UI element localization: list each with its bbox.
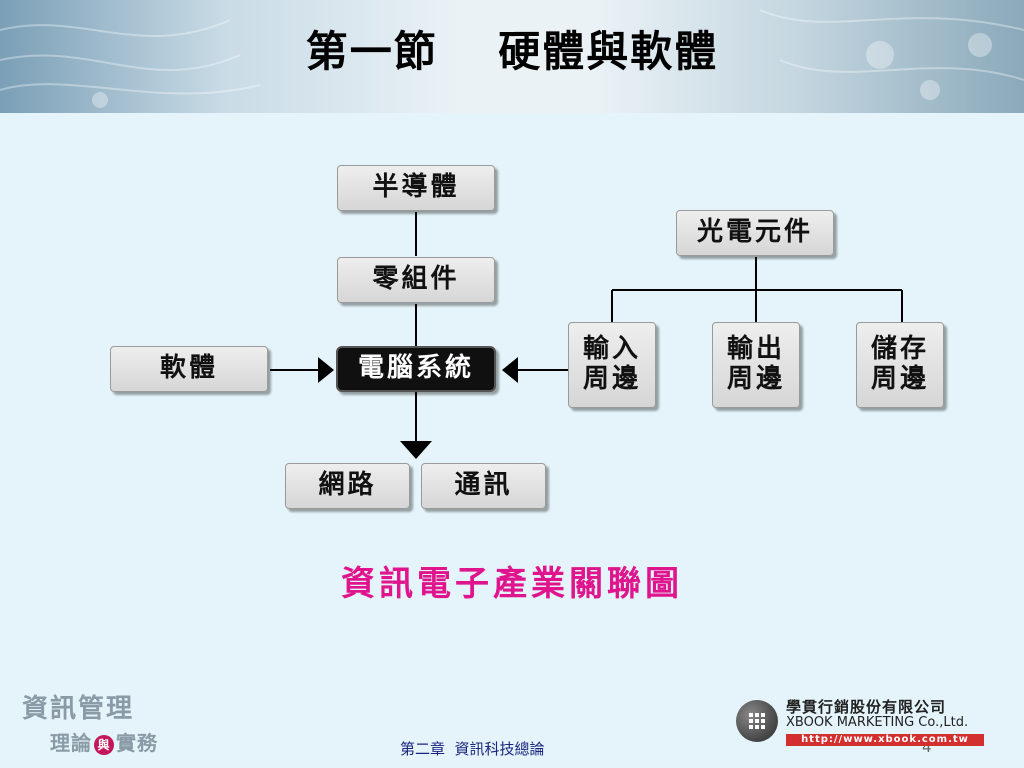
node-output-peripheral-line1: 輸出 <box>726 334 785 365</box>
content-area <box>0 113 1024 768</box>
node-storage-peripheral-line1: 儲存 <box>870 334 929 365</box>
book-logo-line2: 理論與實務 <box>50 727 158 756</box>
node-communication: 通訊 <box>421 463 546 509</box>
book-logo-yu-badge: 與 <box>94 734 114 755</box>
node-input-peripheral-line2: 周邊 <box>582 364 641 394</box>
node-input-peripheral: 輸入 周邊 <box>568 322 656 408</box>
node-semiconductor-label: 半導體 <box>372 172 460 203</box>
node-communication-label: 通訊 <box>454 470 513 501</box>
node-input-peripheral-line1: 輸入 <box>582 334 641 365</box>
book-logo: 資訊管理 理論與實務 <box>22 688 158 756</box>
node-output-peripheral-line2: 周邊 <box>726 364 785 394</box>
publisher-grid-icon <box>736 700 778 742</box>
publisher-name: 學貫行銷股份有限公司 <box>786 698 947 716</box>
diagram-caption: 資訊電子產業關聯圖 <box>341 564 683 604</box>
book-logo-line1: 資訊管理 <box>22 694 135 724</box>
node-semiconductor: 半導體 <box>337 165 495 211</box>
publisher-logo: 學貫行銷股份有限公司 XBOOK MARKETING Co.,Ltd. http… <box>736 696 996 752</box>
footer-chapter: 第二章 資訊科技總論 <box>400 740 545 758</box>
node-output-peripheral: 輸出 周邊 <box>712 322 800 408</box>
slide-title: 第一節 硬體與軟體 <box>305 27 719 76</box>
node-computer-system: 電腦系統 <box>336 346 496 392</box>
node-storage-peripheral: 儲存 周邊 <box>856 322 944 408</box>
publisher-english-name: XBOOK MARKETING Co.,Ltd. <box>786 715 969 730</box>
arrowhead-network <box>400 441 432 459</box>
node-computer-system-label: 電腦系統 <box>357 353 474 384</box>
node-components: 零組件 <box>337 257 495 303</box>
node-software-label: 軟體 <box>159 353 218 384</box>
node-components-label: 零組件 <box>372 264 460 295</box>
node-storage-peripheral-line2: 周邊 <box>870 364 929 394</box>
arrowhead-peripherals <box>502 357 518 383</box>
book-logo-line2-a: 理論 <box>50 731 92 755</box>
node-network: 網路 <box>285 463 410 509</box>
book-logo-line2-b: 實務 <box>116 731 158 755</box>
node-optoelectronics: 光電元件 <box>676 210 834 256</box>
header-banner: 第一節 硬體與軟體 <box>0 0 1024 113</box>
arrowhead-software <box>318 357 334 383</box>
publisher-url: http://www.xbook.com.tw <box>786 734 984 746</box>
node-software: 軟體 <box>110 346 268 392</box>
header-decoration <box>0 9 1024 108</box>
node-network-label: 網路 <box>318 470 377 501</box>
node-optoelectronics-label: 光電元件 <box>696 217 813 248</box>
page-number: 4 <box>922 738 932 756</box>
